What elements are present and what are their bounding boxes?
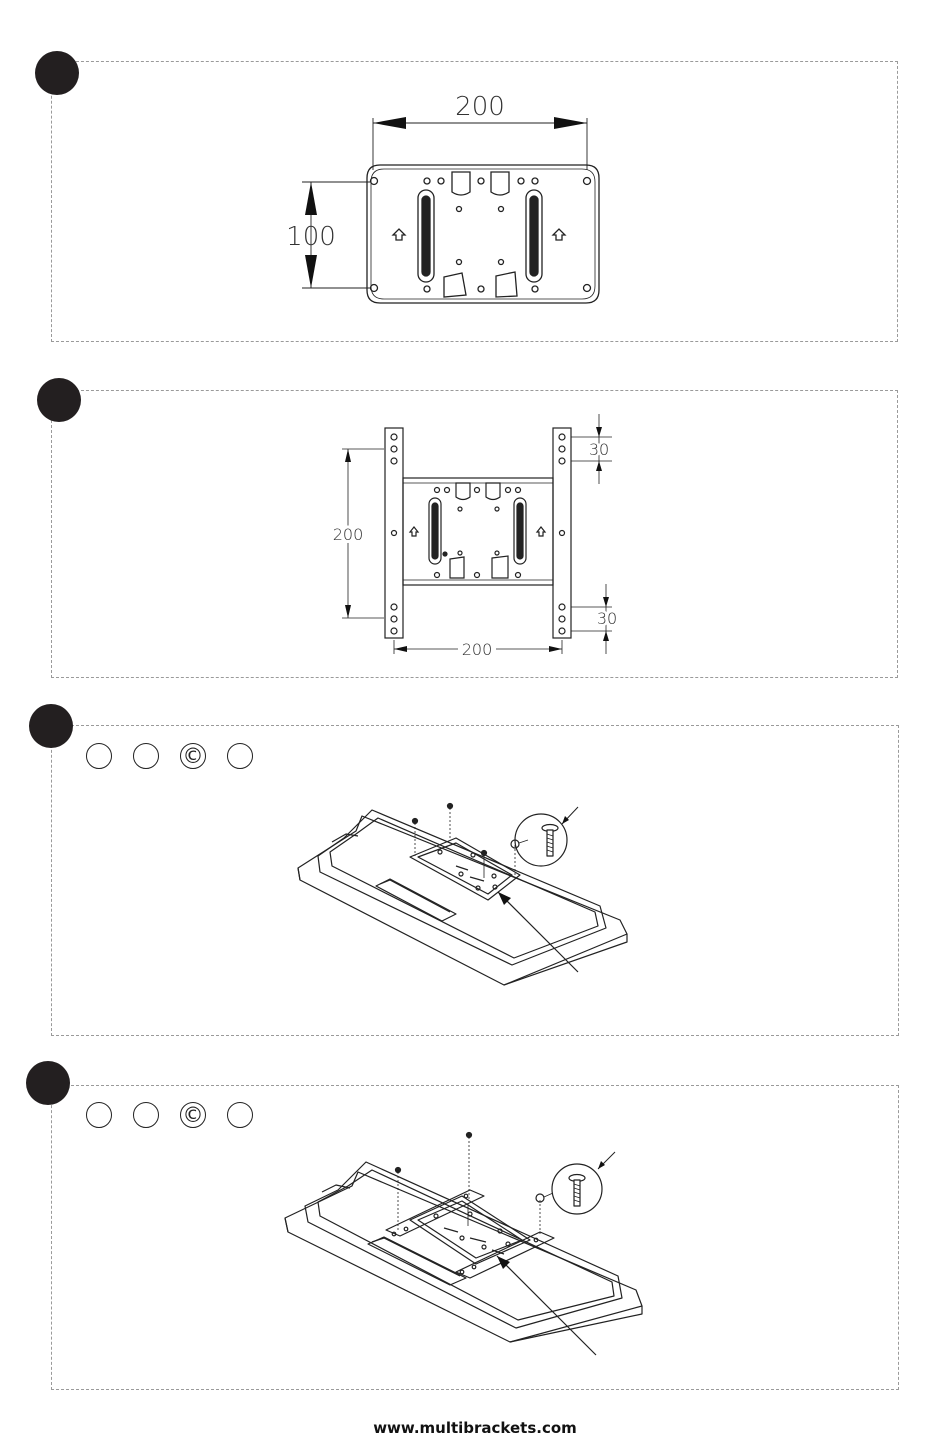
screw-option-a <box>86 1102 112 1128</box>
step-3-marker <box>29 704 73 748</box>
step-3-panel <box>51 725 899 1036</box>
step-3-screw-options: © <box>86 743 253 769</box>
step-4-screw-options: © <box>86 1102 253 1128</box>
step-1-marker <box>35 51 79 95</box>
footer-website[interactable]: www.multibrackets.com <box>0 1419 950 1437</box>
screw-option-c-selected: © <box>180 1102 206 1128</box>
step-1-panel <box>51 61 898 342</box>
screw-option-d <box>227 1102 253 1128</box>
step-2-marker <box>37 378 81 422</box>
screw-option-b <box>133 1102 159 1128</box>
step-4-panel <box>51 1085 899 1390</box>
screw-option-a <box>86 743 112 769</box>
screw-option-d <box>227 743 253 769</box>
step-4-marker <box>26 1061 70 1105</box>
screw-option-b <box>133 743 159 769</box>
screw-option-c-selected: © <box>180 743 206 769</box>
step-2-panel <box>51 390 898 678</box>
